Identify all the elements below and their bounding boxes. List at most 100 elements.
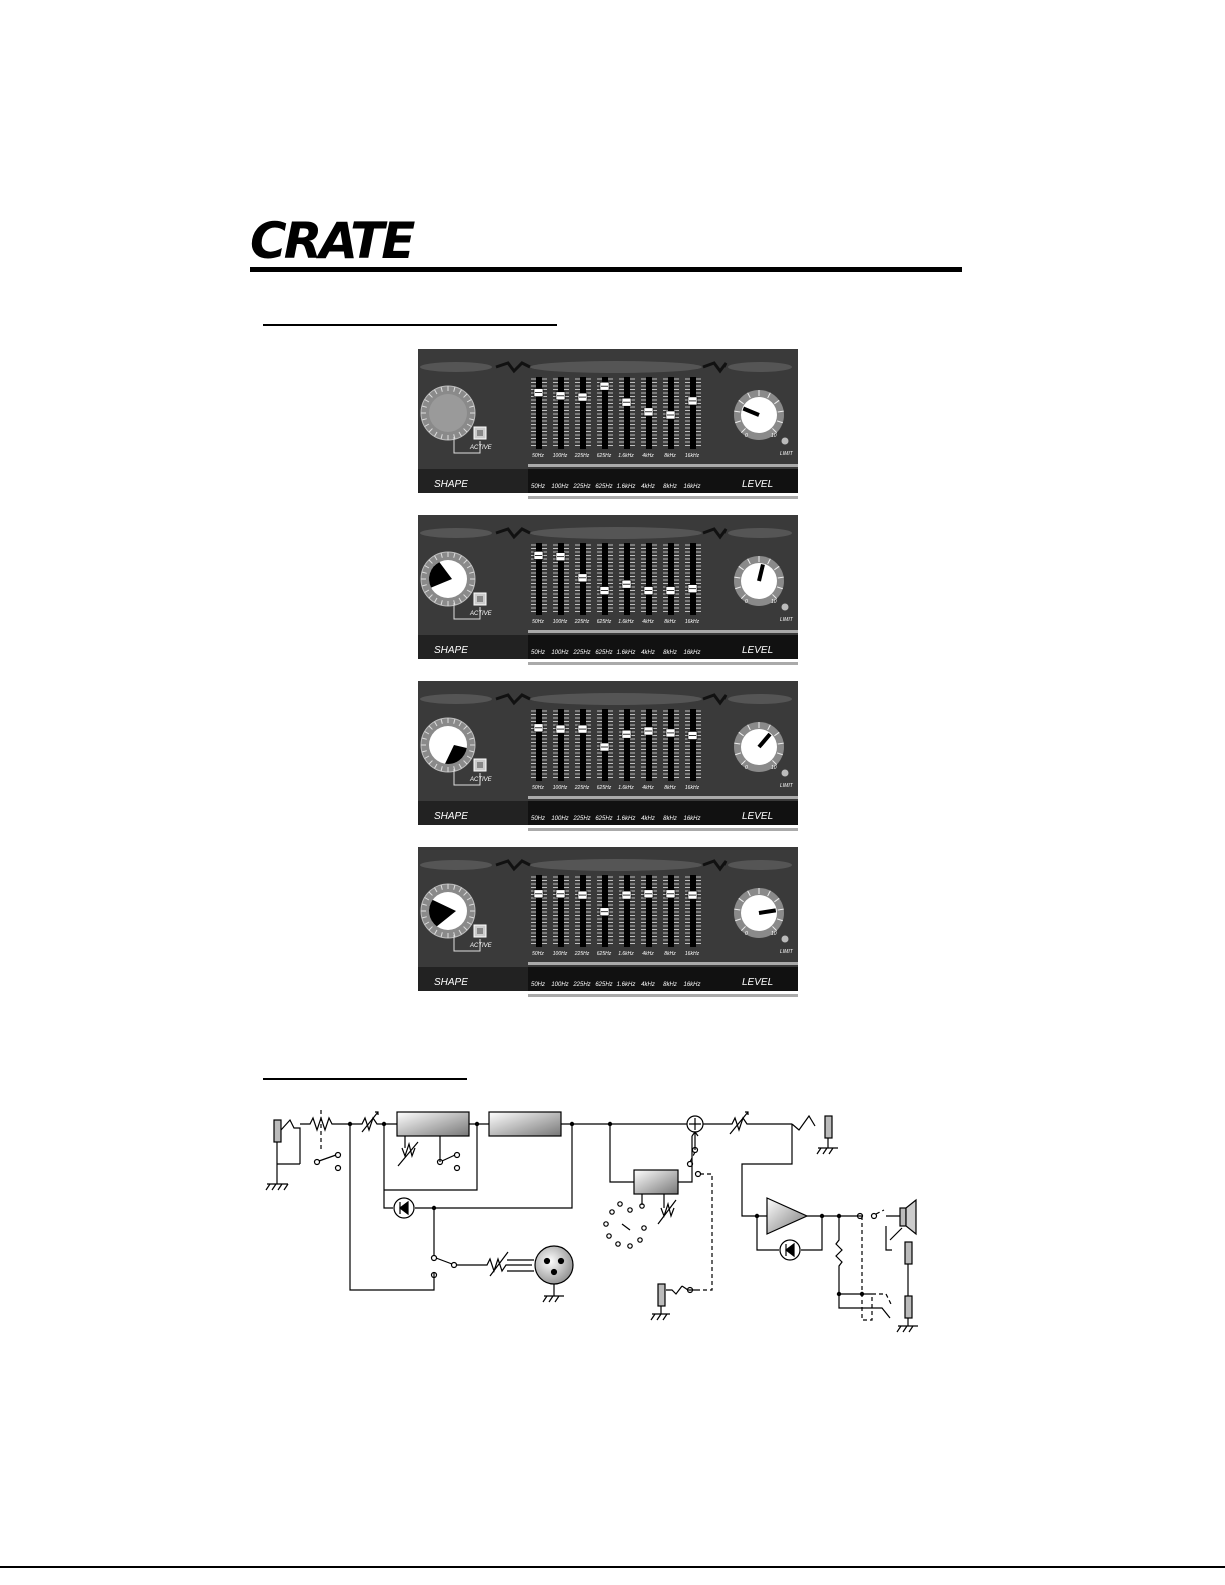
shape-wedge xyxy=(445,745,467,764)
limit-led xyxy=(781,603,789,611)
eq-slider-1.6kHz[interactable] xyxy=(619,543,635,615)
eq-band-strip-label: 225Hz xyxy=(572,816,590,822)
level-scale-min: 0 xyxy=(745,931,748,937)
eq-slider-16kHz[interactable] xyxy=(685,377,701,449)
eq-band-strip-label: 1.6kHz xyxy=(617,484,636,490)
shape-knob[interactable] xyxy=(420,551,476,607)
shape-knob[interactable] xyxy=(420,717,476,773)
eq-slider-1.6kHz[interactable] xyxy=(619,709,635,781)
eq-band-strip-label: 1.6kHz xyxy=(617,816,636,822)
eq-slider-16kHz[interactable] xyxy=(685,543,701,615)
badge-left xyxy=(420,694,492,704)
eq-slider-50Hz[interactable] xyxy=(531,875,547,947)
level-knob[interactable] xyxy=(734,722,784,772)
eq-slider-625Hz[interactable] xyxy=(597,709,613,781)
eq-band-strip-label: 4kHz xyxy=(641,816,655,822)
badge-center xyxy=(530,361,702,373)
eq-block xyxy=(488,1111,562,1137)
limit-led xyxy=(781,437,789,445)
eq-slider-16kHz[interactable] xyxy=(685,875,701,947)
eq-slider-4kHz[interactable] xyxy=(641,377,657,449)
section-heading-rule-diagram xyxy=(263,1078,467,1080)
level-pointer xyxy=(757,564,765,582)
eq-band-strip-label: 50Hz xyxy=(531,484,545,490)
eq-band-strip-label: 1.6kHz xyxy=(617,650,636,656)
level-knob[interactable] xyxy=(734,888,784,938)
eq-slider-8kHz[interactable] xyxy=(663,709,679,781)
level-label: LEVEL xyxy=(742,811,773,822)
level-scale-min: 0 xyxy=(745,433,748,439)
eq-band-strip-label: 4kHz xyxy=(641,982,655,988)
eq-slider-100Hz[interactable] xyxy=(553,875,569,947)
level-scale-max: 10 xyxy=(771,599,777,605)
active-label: ACTIVE xyxy=(469,611,493,617)
limit-led xyxy=(781,935,789,943)
signal-flow-diagram xyxy=(265,1110,918,1333)
eq-band-tick-label: 50Hz xyxy=(532,785,544,791)
eq-band-tick-label: 225Hz xyxy=(574,619,590,625)
shape-knob[interactable] xyxy=(420,385,476,441)
footer-rule xyxy=(0,1566,1225,1568)
eq-band-strip-label: 50Hz xyxy=(531,650,545,656)
speaker-icon xyxy=(899,1207,907,1227)
eq-slider-8kHz[interactable] xyxy=(663,543,679,615)
eq-band-strip-label: 4kHz xyxy=(641,650,655,656)
eq-slider-8kHz[interactable] xyxy=(663,377,679,449)
eq-slider-225Hz[interactable] xyxy=(575,709,591,781)
eq-band-strip-label: 1.6kHz xyxy=(617,982,636,988)
eq-slider-625Hz[interactable] xyxy=(597,875,613,947)
xlr-output-icon xyxy=(534,1245,574,1285)
eq-band-tick-label: 100Hz xyxy=(553,951,568,957)
badge-left xyxy=(420,860,492,870)
eq-band-tick-label: 8kHz xyxy=(664,453,676,459)
eq-band-strip-label: 625Hz xyxy=(595,650,612,656)
eq-slider-1.6kHz[interactable] xyxy=(619,377,635,449)
eq-slider-225Hz[interactable] xyxy=(575,543,591,615)
eq-slider-1.6kHz[interactable] xyxy=(619,875,635,947)
eq-slider-625Hz[interactable] xyxy=(597,377,613,449)
eq-slider-4kHz[interactable] xyxy=(641,875,657,947)
eq-slider-625Hz[interactable] xyxy=(597,543,613,615)
eq-band-tick-label: 8kHz xyxy=(664,619,676,625)
eq-band-tick-label: 8kHz xyxy=(664,951,676,957)
eq-band-strip-label: 16kHz xyxy=(683,650,700,656)
eq-slider-100Hz[interactable] xyxy=(553,709,569,781)
badge-center xyxy=(530,693,702,705)
eq-slider-100Hz[interactable] xyxy=(553,543,569,615)
eq-slider-8kHz[interactable] xyxy=(663,875,679,947)
shape-knob[interactable] xyxy=(420,883,476,939)
eq-slider-225Hz[interactable] xyxy=(575,377,591,449)
badge-right xyxy=(728,528,792,538)
eq-band-strip-label: 4kHz xyxy=(641,484,655,490)
eq-slider-16kHz[interactable] xyxy=(685,709,701,781)
eq-slider-50Hz[interactable] xyxy=(531,377,547,449)
eq-band-tick-label: 1.6kHz xyxy=(618,951,634,957)
eq-band-tick-label: 625Hz xyxy=(597,453,612,459)
eq-band-strip-label: 100Hz xyxy=(551,982,568,988)
eq-band-tick-label: 625Hz xyxy=(597,619,612,625)
eq-band-tick-label: 50Hz xyxy=(532,453,544,459)
eq-slider-4kHz[interactable] xyxy=(641,543,657,615)
preamp-block xyxy=(396,1111,470,1137)
eq-band-tick-label: 16kHz xyxy=(685,951,700,957)
level-knob[interactable] xyxy=(734,390,784,440)
eq-slider-50Hz[interactable] xyxy=(531,709,547,781)
eq-slider-225Hz[interactable] xyxy=(575,875,591,947)
eq-band-strip-label: 8kHz xyxy=(663,484,677,490)
level-knob[interactable] xyxy=(734,556,784,606)
eq-slider-4kHz[interactable] xyxy=(641,709,657,781)
shape-wedge xyxy=(429,899,456,927)
level-scale-max: 10 xyxy=(771,765,777,771)
shape-label: SHAPE xyxy=(434,645,468,656)
eq-band-strip-label: 50Hz xyxy=(531,982,545,988)
level-scale-max: 10 xyxy=(771,433,777,439)
eq-band-tick-label: 625Hz xyxy=(597,951,612,957)
eq-band-tick-label: 4kHz xyxy=(642,951,654,957)
eq-band-strip-label: 16kHz xyxy=(683,816,700,822)
level-label: LEVEL xyxy=(742,977,773,988)
active-label: ACTIVE xyxy=(469,777,493,783)
eq-slider-100Hz[interactable] xyxy=(553,377,569,449)
eq-slider-50Hz[interactable] xyxy=(531,543,547,615)
level-scale-min: 0 xyxy=(745,765,748,771)
